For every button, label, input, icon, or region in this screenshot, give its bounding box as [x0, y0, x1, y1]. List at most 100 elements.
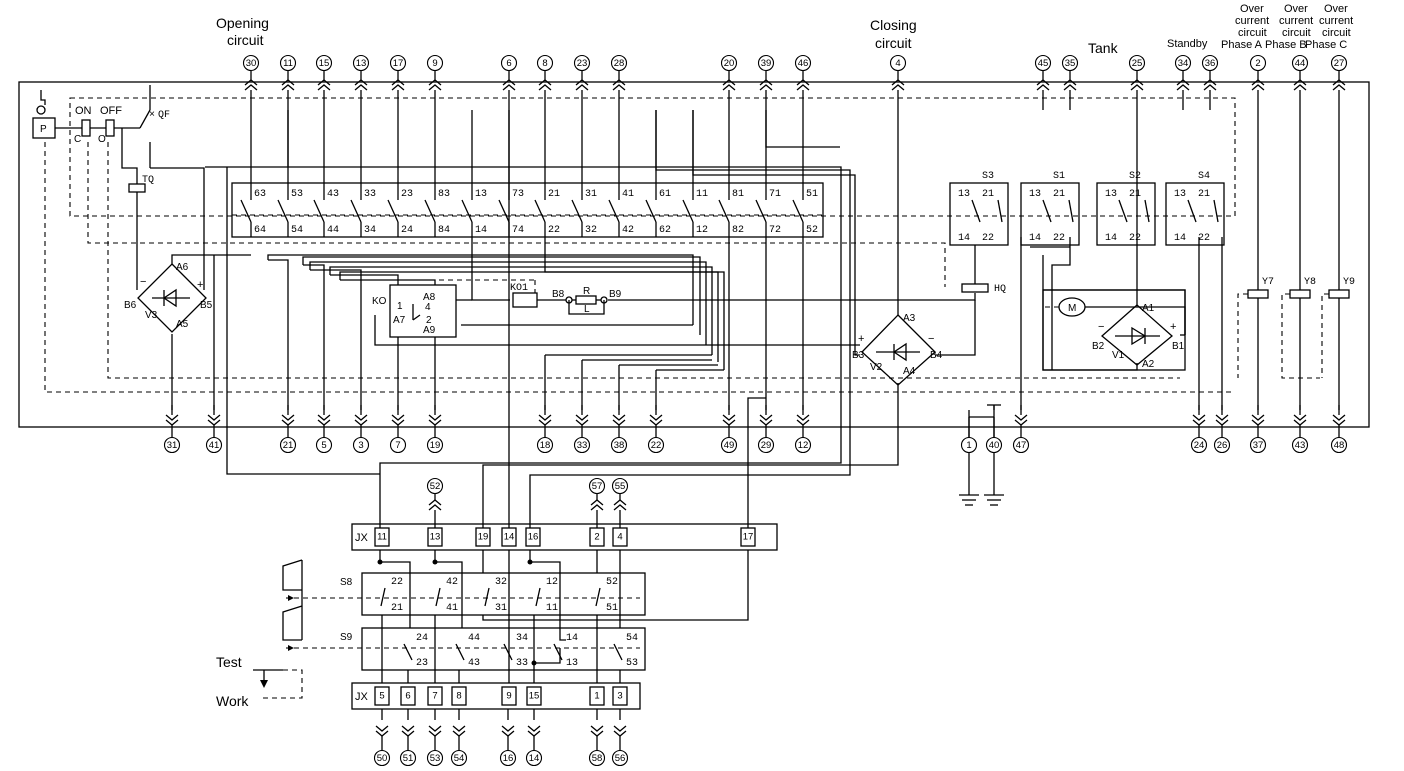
- svg-text:81: 81: [732, 189, 744, 200]
- jx-cell-2: 2: [589, 527, 605, 547]
- svg-text:58: 58: [592, 753, 603, 764]
- terminal-bottom-49: 49: [720, 405, 738, 454]
- svg-text:S1: S1: [1053, 171, 1065, 182]
- svg-text:S3: S3: [982, 171, 994, 182]
- svg-text:Y9: Y9: [1343, 277, 1355, 288]
- svg-text:Over: Over: [1324, 3, 1348, 15]
- svg-text:49: 49: [724, 440, 735, 451]
- terminal-number: 21: [279, 436, 297, 454]
- svg-text:22: 22: [1053, 233, 1065, 244]
- svg-text:63: 63: [254, 189, 266, 200]
- svg-text:14: 14: [1105, 233, 1117, 244]
- svg-text:71: 71: [769, 189, 781, 200]
- svg-text:9: 9: [432, 58, 437, 69]
- terminal-number: 6: [500, 54, 518, 72]
- y9-coil: [1328, 289, 1350, 299]
- svg-text:30: 30: [246, 58, 257, 69]
- svg-text:13: 13: [356, 58, 367, 69]
- svg-text:HQ: HQ: [994, 284, 1006, 295]
- svg-text:V3: V3: [145, 310, 158, 321]
- svg-text:current: current: [1279, 15, 1313, 27]
- svg-text:39: 39: [761, 58, 772, 69]
- svg-text:43: 43: [1295, 440, 1306, 451]
- svg-text:2: 2: [426, 315, 432, 326]
- jx-cell-5: 5: [374, 686, 390, 706]
- terminal-bottom-3: 3: [352, 405, 370, 454]
- svg-text:43: 43: [327, 189, 339, 200]
- svg-text:S2: S2: [1129, 171, 1141, 182]
- terminal-bottom-26: 26: [1213, 405, 1231, 454]
- svg-text:13: 13: [1174, 189, 1186, 200]
- svg-text:15: 15: [319, 58, 330, 69]
- svg-text:13: 13: [430, 532, 441, 543]
- terminal-mid-55: 55: [611, 477, 629, 528]
- svg-text:5: 5: [379, 691, 384, 702]
- switch-s9: S9: [294, 627, 646, 671]
- wiring-traces: [136, 110, 1340, 528]
- svg-text:34: 34: [516, 633, 528, 644]
- terminal-number: 33: [573, 436, 591, 454]
- c-label: C: [74, 134, 81, 145]
- svg-text:23: 23: [577, 58, 588, 69]
- svg-text:52: 52: [606, 577, 618, 588]
- svg-text:53: 53: [430, 753, 441, 764]
- svg-text:KO1: KO1: [510, 283, 528, 294]
- terminal-number: 51: [399, 749, 417, 767]
- terminal-number: 12: [794, 436, 812, 454]
- svg-text:7: 7: [432, 691, 437, 702]
- ko1-coil: [512, 292, 538, 308]
- svg-text:−: −: [928, 333, 934, 345]
- svg-text:45: 45: [1038, 58, 1049, 69]
- svg-text:B2: B2: [1092, 341, 1105, 352]
- jx-cell-15: 15: [526, 686, 542, 706]
- terminal-top-30: 30: [242, 54, 260, 110]
- svg-text:V1: V1: [1112, 350, 1125, 361]
- off-label: OFF: [100, 105, 122, 117]
- overcurrent-coils: Y7 Y8 Y9: [1237, 277, 1355, 379]
- terminal-number: 3: [352, 436, 370, 454]
- terminal-number: 9: [426, 54, 444, 72]
- svg-text:21: 21: [1053, 189, 1065, 200]
- terminal-number: 20: [720, 54, 738, 72]
- svg-text:32: 32: [495, 577, 507, 588]
- terminal-number: 22: [647, 436, 665, 454]
- svg-text:17: 17: [393, 58, 404, 69]
- work-label: Work: [216, 693, 249, 709]
- terminal-number: 56: [611, 749, 629, 767]
- jx-cell-14: 14: [501, 527, 517, 547]
- terminal-bottom-47: 47: [1012, 405, 1030, 454]
- svg-text:B5: B5: [200, 300, 213, 311]
- svg-text:B4: B4: [930, 350, 943, 361]
- svg-text:55: 55: [615, 481, 626, 492]
- svg-text:1: 1: [966, 440, 971, 451]
- motor-v1: M A1 A2 B2 B1 V1 − +: [1042, 289, 1186, 371]
- svg-text:14: 14: [529, 753, 540, 764]
- svg-text:+: +: [858, 333, 864, 345]
- jx-bottom-strip: JX: [351, 682, 641, 710]
- svg-text:B3: B3: [852, 350, 865, 361]
- svg-text:13: 13: [1105, 189, 1117, 200]
- svg-text:18: 18: [540, 440, 551, 451]
- terminal-top-39: 39: [757, 54, 775, 110]
- svg-text:A3: A3: [903, 313, 916, 324]
- terminal-number: 48: [1330, 436, 1348, 454]
- terminal-top-6: 6: [500, 54, 518, 110]
- switch-s8: S8: [294, 572, 646, 616]
- svg-text:19: 19: [478, 532, 489, 543]
- svg-text:14: 14: [1174, 233, 1186, 244]
- svg-text:QF: QF: [158, 110, 170, 121]
- svg-text:1: 1: [594, 691, 599, 702]
- svg-text:82: 82: [732, 225, 744, 236]
- phase-c-title: Over current circuit Phase C: [1305, 3, 1353, 51]
- svg-text:62: 62: [659, 225, 671, 236]
- svg-text:53: 53: [626, 658, 638, 669]
